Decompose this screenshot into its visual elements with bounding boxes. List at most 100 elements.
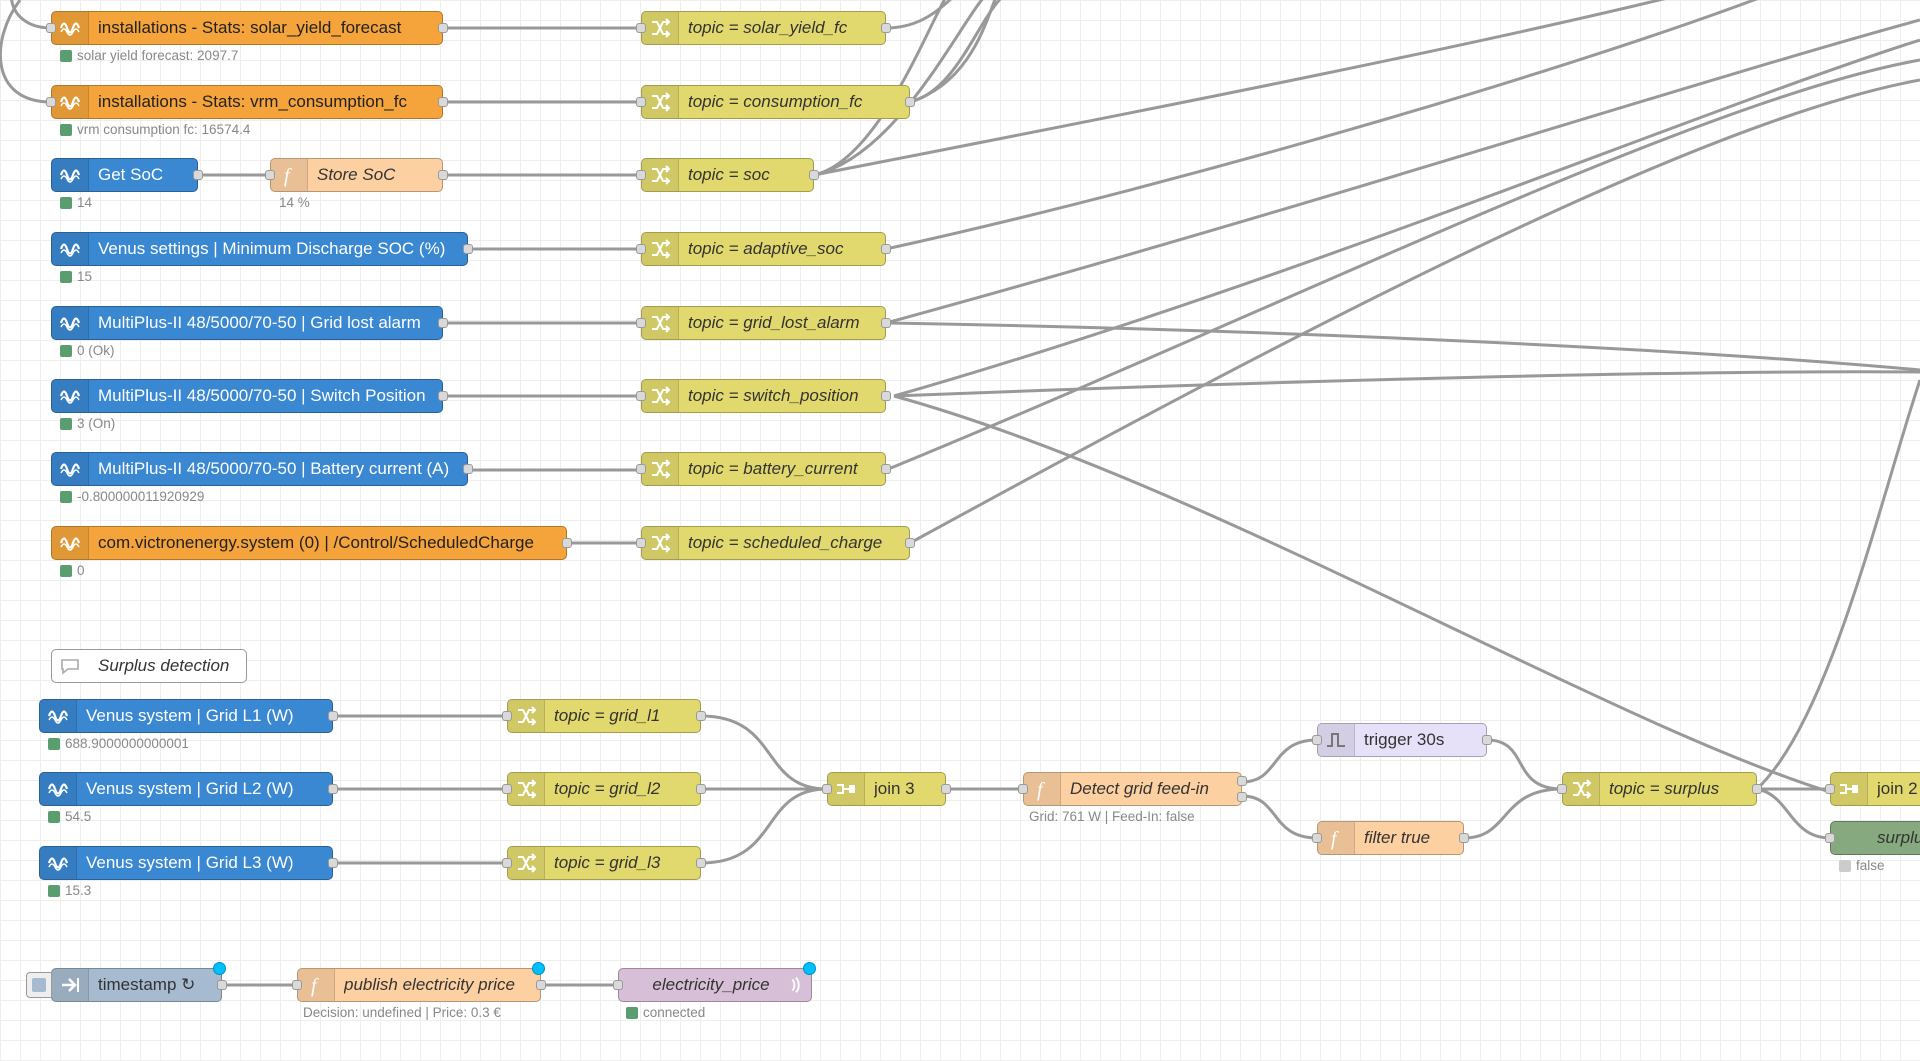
output-port[interactable] [881,23,891,33]
input-port[interactable] [292,980,302,990]
node-change-battery-current[interactable]: topic = battery_current [636,452,891,486]
input-port[interactable] [265,170,275,180]
node-get-soc[interactable]: Get SoC [51,158,203,192]
node-change-switch-position[interactable]: topic = switch_position [636,379,891,413]
output-port[interactable] [1752,784,1762,794]
node-label: topic = surplus [1609,779,1720,798]
wire [893,394,1831,794]
input-port[interactable] [822,784,832,794]
output-port[interactable] [328,784,338,794]
node-trigger-30s[interactable]: trigger 30s [1312,723,1492,757]
node-venus-min-discharge[interactable]: Venus settings | Minimum Discharge SOC (… [51,232,473,266]
input-port[interactable] [636,391,646,401]
node-change-grid-l2[interactable]: topic = grid_l2 [502,772,706,806]
output-port[interactable] [328,711,338,721]
output-port[interactable] [536,980,546,990]
input-port[interactable] [1825,833,1835,843]
node-change-consumption[interactable]: topic = consumption_fc [636,85,915,119]
input-port[interactable] [613,980,623,990]
output-port[interactable] [941,784,951,794]
node-label: timestamp ↻ [98,975,196,994]
output-port[interactable] [438,391,448,401]
input-port[interactable] [1018,784,1028,794]
node-status: Decision: undefined | Price: 0.3 € [303,1005,501,1020]
output-port[interactable] [905,97,915,107]
output-port[interactable] [217,980,227,990]
node-grid-l1[interactable]: Venus system | Grid L1 (W) [39,699,338,733]
node-surplus-output[interactable]: surplu [1825,821,1920,855]
output-port[interactable] [1459,833,1469,843]
node-battery-current[interactable]: MultiPlus-II 48/5000/70-50 | Battery cur… [51,452,473,486]
node-switch-position[interactable]: MultiPlus-II 48/5000/70-50 | Switch Posi… [51,379,448,413]
output-port[interactable] [463,464,473,474]
node-change-solar-yield[interactable]: topic = solar_yield_fc [636,11,891,45]
node-change-surplus[interactable]: topic = surplus [1557,772,1762,806]
output-port[interactable] [881,391,891,401]
input-port[interactable] [636,23,646,33]
input-port[interactable] [636,318,646,328]
node-status: 0 (Ok) [60,343,115,358]
node-vrm-consumption-fc[interactable]: installations - Stats: vrm_consumption_f… [46,85,448,119]
output-port[interactable] [438,23,448,33]
node-change-scheduled-charge[interactable]: topic = scheduled_charge [636,526,915,560]
input-port[interactable] [636,464,646,474]
output-port[interactable] [193,170,203,180]
input-port[interactable] [636,244,646,254]
input-port[interactable] [46,97,56,107]
output-port[interactable] [1482,735,1492,745]
victron-icon [52,380,89,412]
output-port[interactable] [696,711,706,721]
node-publish-electricity-price[interactable]: f publish electricity price [292,962,546,1002]
input-port[interactable] [636,97,646,107]
output-port[interactable] [328,858,338,868]
node-join-2[interactable]: join 2 [1825,772,1920,806]
input-port[interactable] [46,23,56,33]
svg-text:f: f [1037,779,1045,801]
node-grid-l2[interactable]: Venus system | Grid L2 (W) [39,772,338,806]
output-port-1[interactable] [1237,776,1247,786]
output-port[interactable] [881,244,891,254]
input-port[interactable] [502,858,512,868]
output-port[interactable] [463,244,473,254]
node-change-grid-l3[interactable]: topic = grid_l3 [502,846,706,880]
input-port[interactable] [1557,784,1567,794]
node-change-grid-lost[interactable]: topic = grid_lost_alarm [636,306,891,340]
output-port[interactable] [696,784,706,794]
input-port[interactable] [1312,735,1322,745]
victron-icon [40,847,77,879]
inject-button[interactable] [26,972,52,998]
node-status: -0.800000011920929 [60,489,204,504]
join-icon [828,773,865,805]
output-port[interactable] [881,318,891,328]
node-store-soc[interactable]: f Store SoC [265,158,448,192]
node-join-3[interactable]: join 3 [822,772,951,806]
node-grid-lost-alarm[interactable]: MultiPlus-II 48/5000/70-50 | Grid lost a… [51,306,448,340]
comment-surplus-detection[interactable]: Surplus detection [51,649,247,683]
output-port[interactable] [696,858,706,868]
node-grid-l3[interactable]: Venus system | Grid L3 (W) [39,846,338,880]
input-port[interactable] [1312,833,1322,843]
node-detect-grid-feedin[interactable]: f Detect grid feed-in [1018,772,1247,806]
node-timestamp-inject[interactable]: timestamp ↻ [26,962,227,1002]
node-change-adaptive-soc[interactable]: topic = adaptive_soc [636,232,891,266]
output-port[interactable] [905,538,915,548]
output-port[interactable] [881,464,891,474]
node-change-grid-l1[interactable]: topic = grid_l1 [502,699,706,733]
node-scheduled-charge[interactable]: com.victronenergy.system (0) | /Control/… [51,526,572,560]
output-port-2[interactable] [1237,792,1247,802]
node-filter-true[interactable]: f filter true [1312,821,1469,855]
output-port[interactable] [809,170,819,180]
node-mqtt-electricity-price[interactable]: electricity_price [613,962,816,1002]
node-label: topic = adaptive_soc [688,239,844,258]
node-solar-yield-forecast[interactable]: installations - Stats: solar_yield_forec… [46,11,448,45]
output-port[interactable] [438,170,448,180]
output-port[interactable] [438,318,448,328]
input-port[interactable] [502,784,512,794]
output-port[interactable] [438,97,448,107]
input-port[interactable] [1825,784,1835,794]
input-port[interactable] [502,711,512,721]
output-port[interactable] [562,538,572,548]
node-change-soc[interactable]: topic = soc [636,158,819,192]
input-port[interactable] [636,170,646,180]
input-port[interactable] [636,538,646,548]
